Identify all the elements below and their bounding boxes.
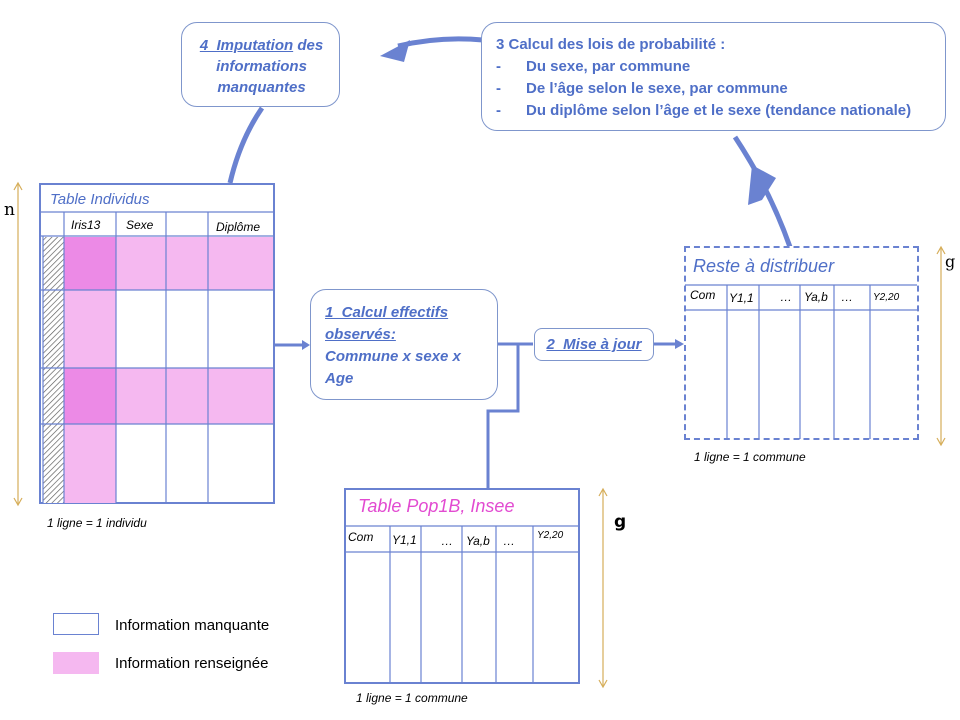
dimension-arrow-g-pop <box>598 487 608 689</box>
bullet: - <box>496 102 501 119</box>
cycle-arrowhead-up <box>748 165 776 205</box>
reste-header-com: Com <box>690 288 716 302</box>
step2-mise-a-jour-box: 2_Mise à jour <box>534 328 654 361</box>
bullet: - <box>496 58 501 75</box>
step3-item-1: -Du sexe, par commune <box>496 58 691 75</box>
step4-imputation-box: 4_Imputation des informations manquantes <box>181 22 340 107</box>
step1-title: 1_Calcul effectifs observés: <box>325 304 449 343</box>
dimension-label-g-reste: g <box>945 252 956 271</box>
step2-title: 2_Mise à jour <box>546 336 642 353</box>
reste-header-y220: Y2,20 <box>873 292 900 303</box>
step3-title: 3 Calcul des lois de probabilité : <box>496 36 726 53</box>
step1-subtitle: Commune x sexe x Age <box>325 348 461 387</box>
reste-header-yab: Ya,b <box>804 290 828 304</box>
step3-probability-box: 3 Calcul des lois de probabilité : -Du s… <box>481 22 946 131</box>
table-pop1b-note: 1 ligne = 1 commune <box>356 691 468 705</box>
connector-pop-to-step2 <box>486 344 520 489</box>
pop-header-y220: Y2,20 <box>537 530 564 541</box>
dimension-label-n: n <box>4 200 15 220</box>
dimension-label-g-pop: g <box>614 512 627 532</box>
cycle-arrowhead-left <box>380 40 410 62</box>
step4-text: 4_Imputation des informations manquantes <box>188 35 335 98</box>
step4-number: 4_Imputation <box>199 37 294 54</box>
dimension-arrow-g-reste <box>936 245 946 447</box>
pop-header-y11: Y1,1 <box>392 533 417 547</box>
step3-item-3: -Du diplôme selon l’âge et le sexe (tend… <box>496 102 912 119</box>
ind-header-diplome: Diplôme <box>216 220 261 234</box>
table-reste-title: Reste à distribuer <box>693 256 835 276</box>
pop-header-yab: Ya,b <box>466 534 490 548</box>
ind-header-iris13: Iris13 <box>71 218 101 232</box>
cycle-arc-step4-to-table <box>227 106 265 184</box>
table-individus-title: Table Individus <box>50 191 150 208</box>
table-reste-note: 1 ligne = 1 commune <box>694 450 806 464</box>
table-individus-note: 1 ligne = 1 individu <box>47 516 147 530</box>
step3-item-2: -De l’âge selon le sexe, par commune <box>496 80 788 97</box>
pop-header-ellipsis-1: … <box>441 534 453 548</box>
reste-header-ellipsis-2: … <box>841 290 853 304</box>
legend-label-filled: Information renseignée <box>115 655 269 672</box>
table-pop1b-title: Table Pop1B, Insee <box>358 496 515 516</box>
legend-swatch-filled <box>53 652 99 674</box>
step1-text: 1_Calcul effectifs observés: Commune x s… <box>325 302 490 390</box>
ind-header-sexe: Sexe <box>126 218 154 232</box>
step1-calcul-box: 1_Calcul effectifs observés: Commune x s… <box>310 289 498 400</box>
reste-header-y11: Y1,1 <box>729 291 754 305</box>
dimension-arrow-n <box>13 181 23 507</box>
pop-header-com: Com <box>348 530 374 544</box>
legend-swatch-missing <box>53 613 99 635</box>
table-reste: Reste à distribuer <box>684 246 919 440</box>
bullet: - <box>496 80 501 97</box>
reste-header-ellipsis-1: … <box>780 290 792 304</box>
legend-label-missing: Information manquante <box>115 617 270 634</box>
step4-rest: des informations manquantes <box>216 37 324 96</box>
pop-header-ellipsis-2: … <box>503 534 515 548</box>
